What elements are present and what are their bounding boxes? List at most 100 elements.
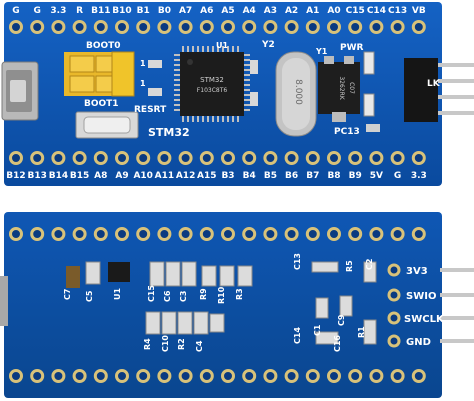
back-component-label: C5 <box>85 290 94 302</box>
back-component-label: C9 <box>337 314 346 326</box>
back-top-pin-hole <box>178 227 193 241</box>
back-top-pin-hole <box>369 227 384 241</box>
top-pin-label: B11 <box>91 6 110 16</box>
bottom-pin-label: 5V <box>370 171 383 181</box>
bottom-pin-hole <box>199 151 214 165</box>
brand-label: STM32 <box>148 126 190 139</box>
bottom-pin-label: B8 <box>327 171 340 181</box>
top-pin-hole <box>51 20 66 34</box>
top-pin-label: R <box>76 6 83 16</box>
y1-label: Y1 <box>315 47 328 56</box>
back-component-label: R5 <box>345 260 354 272</box>
top-pin-hole <box>115 20 129 34</box>
back-pin-gnd: GND <box>406 337 431 348</box>
back-component-label: R10 <box>217 286 226 304</box>
back-component-label: R2 <box>177 338 186 350</box>
bottom-pin-hole <box>221 151 235 165</box>
bottom-pin-label: A10 <box>133 171 153 181</box>
bottom-pin-hole <box>157 151 172 165</box>
reset-button <box>75 111 139 139</box>
bottom-pin-label: A9 <box>115 171 128 181</box>
back-top-pin-hole <box>199 227 214 241</box>
top-pin-label: C15 <box>346 6 365 16</box>
back-bottom-pin-hole <box>327 369 341 383</box>
boot1-label: BOOT1 <box>84 99 119 109</box>
back-bottom-pin-hole <box>369 369 384 383</box>
back-bottom-pin-hole <box>221 369 235 383</box>
top-pin-label: G <box>12 6 19 16</box>
bottom-pin-hole <box>9 151 23 165</box>
swd-side-header <box>404 58 474 122</box>
bottom-pin-hole <box>327 151 341 165</box>
top-pin-hole <box>199 20 214 34</box>
back-top-pin-hole <box>30 227 45 241</box>
back-component-label: C2 <box>365 259 374 270</box>
back-bottom-pin-hole <box>51 369 66 383</box>
bottom-pin-label: A11 <box>155 171 175 181</box>
front-smd-parts <box>148 51 380 132</box>
back-top-pin-hole <box>51 227 66 241</box>
bottom-pin-label: B15 <box>70 171 89 181</box>
top-pin-hole <box>30 20 45 34</box>
top-pin-label: A2 <box>285 6 298 16</box>
bottom-pin-hole <box>30 151 45 165</box>
top-pin-hole <box>390 20 405 34</box>
bottom-pin-hole <box>369 151 384 165</box>
top-pin-hole <box>157 20 172 34</box>
back-component-label: C3 <box>179 291 188 302</box>
regulator-text-1: 3262RK <box>338 76 345 100</box>
back-bottom-pin-hole <box>93 369 108 383</box>
top-pin-row <box>9 20 426 34</box>
bottom-pin-label: B9 <box>349 171 362 181</box>
regulator-text-2: C07 <box>348 82 355 94</box>
bottom-pin-hole <box>411 151 426 165</box>
back-component-label: R4 <box>143 338 152 350</box>
boot0-label: BOOT0 <box>86 41 121 51</box>
bottom-pin-hole <box>51 151 66 165</box>
back-pin-swclk: SWCLK <box>404 314 445 325</box>
top-pin-hole <box>284 20 299 34</box>
back-bottom-pin-hole <box>157 369 172 383</box>
pwr-label: PWR <box>340 43 364 53</box>
bottom-pin-hole <box>305 151 320 165</box>
back-pcb <box>4 212 442 398</box>
bottom-pin-row <box>9 151 426 165</box>
back-component-label: C4 <box>195 340 204 352</box>
bottom-pin-label: B7 <box>306 171 319 181</box>
back-component-label: R3 <box>235 288 244 300</box>
top-pin-hole <box>411 20 426 34</box>
back-top-pin-hole <box>390 227 405 241</box>
back-bottom-pin-hole <box>348 369 363 383</box>
back-top-pin-hole <box>115 227 129 241</box>
bottom-pin-label: B14 <box>49 171 68 181</box>
back-top-pin-hole <box>284 227 299 241</box>
top-pin-label: A0 <box>327 6 340 16</box>
top-pin-hole <box>348 20 363 34</box>
chip-text-2: F103C8T6 <box>197 87 228 94</box>
bottom-pin-label: B5 <box>264 171 277 181</box>
jumper-one-bottom: 1 <box>140 79 146 88</box>
back-component-label: R1 <box>357 326 366 338</box>
back-top-pin-hole <box>93 227 108 241</box>
top-pin-label: B10 <box>112 6 131 16</box>
back-component-label: C16 <box>333 335 342 352</box>
bottom-pin-hole <box>93 151 108 165</box>
chip-text-1: STM32 <box>200 76 224 84</box>
top-pin-label: VB <box>412 6 426 16</box>
back-component-label: C10 <box>161 335 170 352</box>
bottom-pin-label: G <box>394 171 401 181</box>
top-pin-hole <box>305 20 320 34</box>
crystal-text: 8.000 <box>293 79 303 105</box>
top-pin-label: A7 <box>179 6 192 16</box>
top-pin-label: B0 <box>158 6 171 16</box>
back-bottom-pin-hole <box>30 369 45 383</box>
bottom-pin-label: A8 <box>94 171 107 181</box>
bottom-pin-label: A15 <box>197 171 217 181</box>
top-pin-label: G <box>34 6 41 16</box>
u1-label: U1 <box>216 41 228 50</box>
reset-label: RESRT <box>134 105 167 115</box>
y2-label: Y2 <box>261 40 275 50</box>
